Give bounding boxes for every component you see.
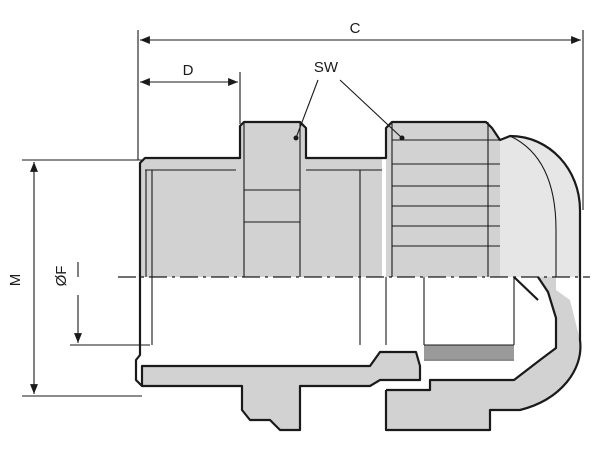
dimension-f: ØF (53, 262, 150, 346)
dimension-m: M (7, 159, 142, 397)
dimension-sw: SW (293, 59, 405, 141)
dimension-m-label: M (7, 274, 24, 287)
dimension-sw-label: SW (314, 59, 339, 76)
dimension-d: D (140, 62, 241, 124)
gland-exterior-upper (138, 120, 582, 277)
dimension-f-label: ØF (53, 266, 70, 287)
dimension-c: C (137, 20, 584, 210)
dimension-c-label: C (350, 20, 361, 37)
gland-section-lower (134, 276, 582, 432)
dimension-d-label: D (183, 62, 194, 79)
